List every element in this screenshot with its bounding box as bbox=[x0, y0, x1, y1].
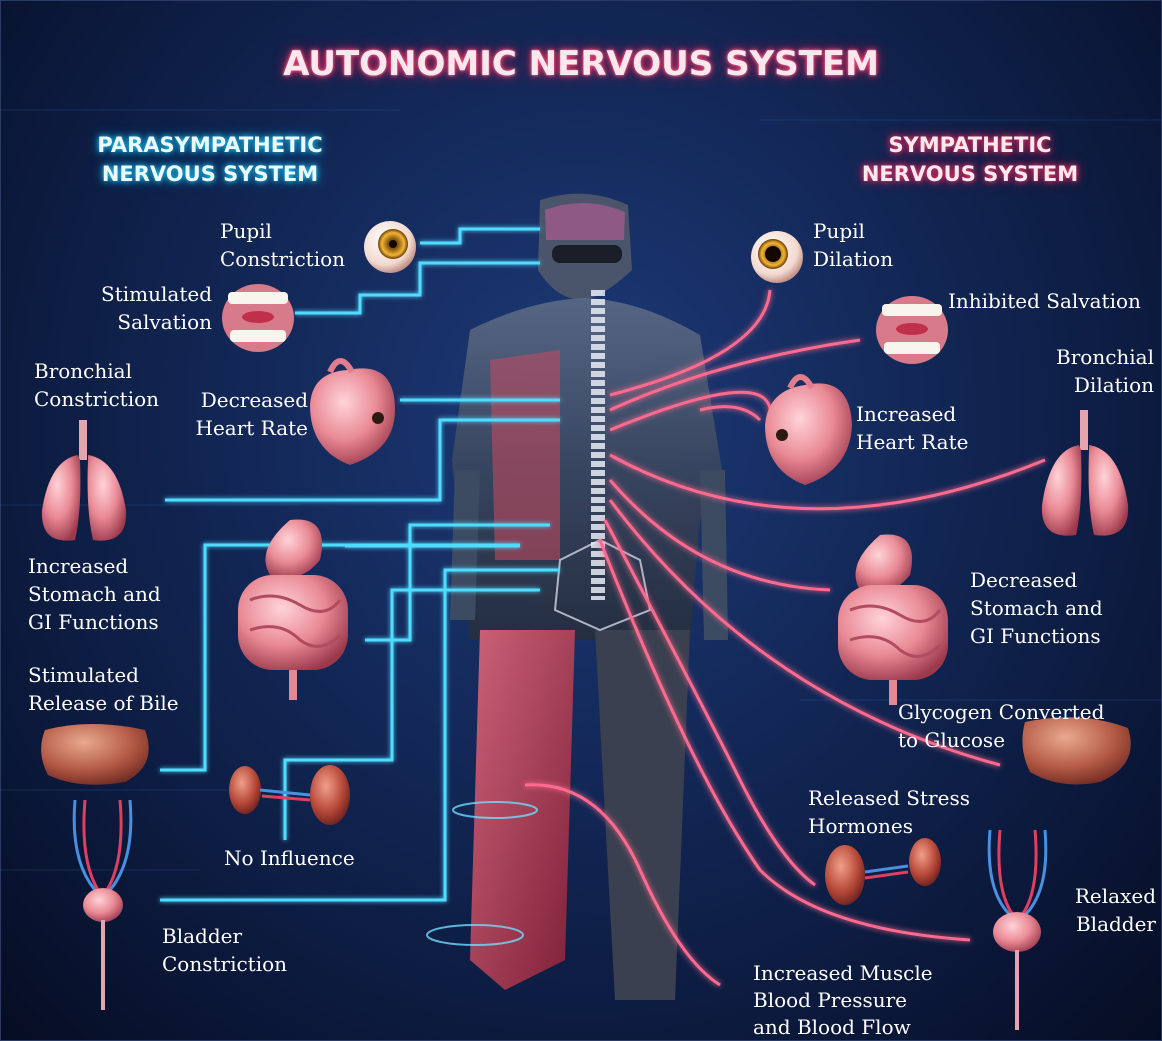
label-line: Inhibited Salvation bbox=[948, 287, 1141, 315]
lungs-icon-sympathetic bbox=[1042, 410, 1128, 536]
parasympathetic-heading-line1: PARASYMPATHETIC bbox=[40, 131, 380, 160]
label-no-influence: No Influence bbox=[224, 844, 355, 872]
label-line: Constriction bbox=[220, 245, 345, 273]
label-line: Stimulated bbox=[96, 280, 212, 308]
bladder-icon-sympathetic bbox=[989, 830, 1046, 1030]
sympathetic-heading-line1: SYMPATHETIC bbox=[800, 131, 1140, 160]
parasympathetic-heading-line2: NERVOUS SYSTEM bbox=[40, 160, 380, 189]
label-line: and Blood Flow bbox=[753, 1014, 933, 1041]
heart-icon-parasympathetic bbox=[310, 361, 395, 465]
liver-icon-parasympathetic bbox=[41, 724, 149, 785]
label-line: Dilation bbox=[1030, 371, 1154, 399]
label-line: Increased Muscle bbox=[753, 960, 933, 987]
label-line: Blood Pressure bbox=[753, 987, 933, 1014]
digestive-icon-parasympathetic bbox=[238, 520, 348, 701]
label-line: No Influence bbox=[224, 844, 355, 872]
mouth-icon-parasympathetic bbox=[222, 284, 294, 352]
label-decreased-heart-rate: Decreased Heart Rate bbox=[190, 386, 308, 442]
label-line: Release of Bile bbox=[28, 689, 179, 717]
mouth-icon-sympathetic bbox=[876, 296, 948, 364]
label-line: Decreased bbox=[190, 386, 308, 414]
label-line: Hormones bbox=[808, 812, 970, 840]
label-increased-muscle-blood-flow: Increased Muscle Blood Pressure and Bloo… bbox=[753, 960, 933, 1041]
label-line: Dilation bbox=[813, 245, 893, 273]
label-line: Released Stress bbox=[808, 784, 970, 812]
bladder-icon-parasympathetic bbox=[74, 800, 131, 1010]
label-glycogen-to-glucose: Glycogen Converted to Glucose bbox=[898, 698, 1104, 754]
lungs-icon-parasympathetic bbox=[42, 420, 126, 541]
label-line: Glycogen Converted bbox=[898, 698, 1104, 726]
label-increased-heart-rate: Increased Heart Rate bbox=[856, 400, 968, 456]
kidneys-icon-sympathetic bbox=[825, 838, 941, 905]
label-line: Bladder bbox=[1060, 910, 1156, 938]
label-line: Decreased bbox=[970, 566, 1103, 594]
label-line: Bladder bbox=[162, 922, 287, 950]
label-bronchial-dilation: Bronchial Dilation bbox=[1030, 343, 1154, 399]
sympathetic-heading-line2: NERVOUS SYSTEM bbox=[800, 160, 1140, 189]
label-line: Heart Rate bbox=[856, 428, 968, 456]
parasympathetic-heading: PARASYMPATHETIC NERVOUS SYSTEM bbox=[40, 131, 380, 189]
label-line: Stomach and bbox=[970, 594, 1103, 622]
sympathetic-heading: SYMPATHETIC NERVOUS SYSTEM bbox=[800, 131, 1140, 189]
label-line: Constriction bbox=[34, 385, 159, 413]
label-line: to Glucose bbox=[898, 726, 1104, 754]
page-title: AUTONOMIC NERVOUS SYSTEM bbox=[0, 44, 1162, 84]
label-bronchial-constriction: Bronchial Constriction bbox=[34, 357, 159, 413]
label-line: Pupil bbox=[220, 217, 345, 245]
label-line: Constriction bbox=[162, 950, 287, 978]
label-pupil-constriction: Pupil Constriction bbox=[220, 217, 345, 273]
label-line: Increased bbox=[28, 552, 161, 580]
label-stimulated-salvation: Stimulated Salvation bbox=[96, 280, 212, 336]
digestive-icon-sympathetic bbox=[838, 535, 948, 706]
label-line: Increased bbox=[856, 400, 968, 428]
label-line: Stomach and bbox=[28, 580, 161, 608]
label-line: Relaxed bbox=[1060, 882, 1156, 910]
label-relaxed-bladder: Relaxed Bladder bbox=[1060, 882, 1156, 938]
eye-icon-sympathetic bbox=[751, 231, 803, 283]
label-inhibited-salvation: Inhibited Salvation bbox=[948, 287, 1141, 315]
label-line: Heart Rate bbox=[190, 414, 308, 442]
label-line: Bronchial bbox=[1030, 343, 1154, 371]
label-line: GI Functions bbox=[28, 608, 161, 636]
label-line: Salvation bbox=[96, 308, 212, 336]
eye-icon-parasympathetic bbox=[364, 221, 416, 273]
label-stimulated-release-of-bile: Stimulated Release of Bile bbox=[28, 661, 179, 717]
label-increased-stomach-gi: Increased Stomach and GI Functions bbox=[28, 552, 161, 636]
label-decreased-stomach-gi: Decreased Stomach and GI Functions bbox=[970, 566, 1103, 650]
heart-icon-sympathetic bbox=[765, 377, 852, 485]
label-line: Stimulated bbox=[28, 661, 179, 689]
label-bladder-constriction: Bladder Constriction bbox=[162, 922, 287, 978]
label-line: Pupil bbox=[813, 217, 893, 245]
label-pupil-dilation: Pupil Dilation bbox=[813, 217, 893, 273]
label-line: Bronchial bbox=[34, 357, 159, 385]
kidneys-icon-parasympathetic bbox=[229, 765, 350, 825]
soldier-figure bbox=[427, 194, 728, 1000]
label-released-stress-hormones: Released Stress Hormones bbox=[808, 784, 970, 840]
label-line: GI Functions bbox=[970, 622, 1103, 650]
